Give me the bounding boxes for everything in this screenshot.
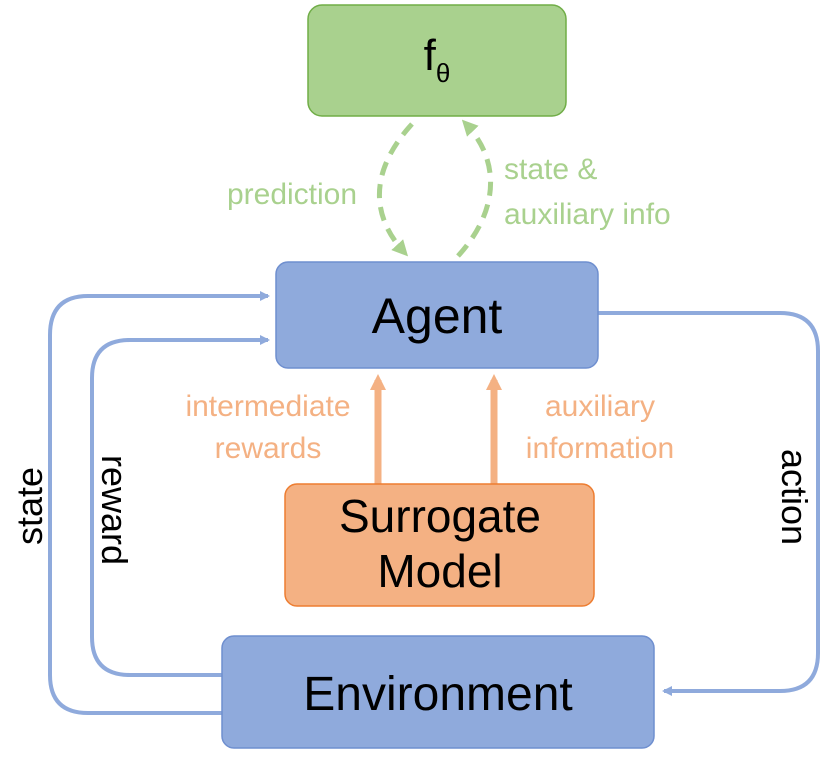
state-label: state — [9, 467, 50, 545]
prediction-label: prediction — [227, 178, 357, 211]
intermediate-rewards-label-line1: intermediate — [185, 390, 350, 423]
intermediate-rewards-label-line2: rewards — [215, 432, 322, 465]
surrogate-model-node: Surrogate Model — [284, 483, 595, 607]
agent-node: Agent — [275, 261, 599, 369]
auxiliary-information-label-line2: information — [526, 432, 674, 465]
state-aux-label-line2: auxiliary info — [504, 198, 671, 231]
state-aux-arrow — [456, 119, 494, 258]
surrogate-label-line1: Surrogate — [339, 490, 541, 542]
action-label: action — [774, 449, 815, 545]
f-theta-node: fθ — [307, 4, 567, 117]
state-connector — [48, 291, 270, 715]
reward-label: reward — [94, 455, 135, 565]
f-theta-label: fθ — [424, 31, 451, 88]
state-aux-label-line1: state & — [504, 153, 597, 186]
action-connector — [598, 311, 820, 696]
environment-label: Environment — [303, 668, 572, 721]
surrogate-label-line2: Model — [377, 545, 502, 597]
prediction-arrow — [376, 122, 414, 257]
auxiliary-information-label-line1: auxiliary — [545, 390, 655, 423]
agent-label: Agent — [372, 288, 503, 344]
reward-connector — [90, 335, 270, 677]
environment-node: Environment — [221, 635, 655, 749]
